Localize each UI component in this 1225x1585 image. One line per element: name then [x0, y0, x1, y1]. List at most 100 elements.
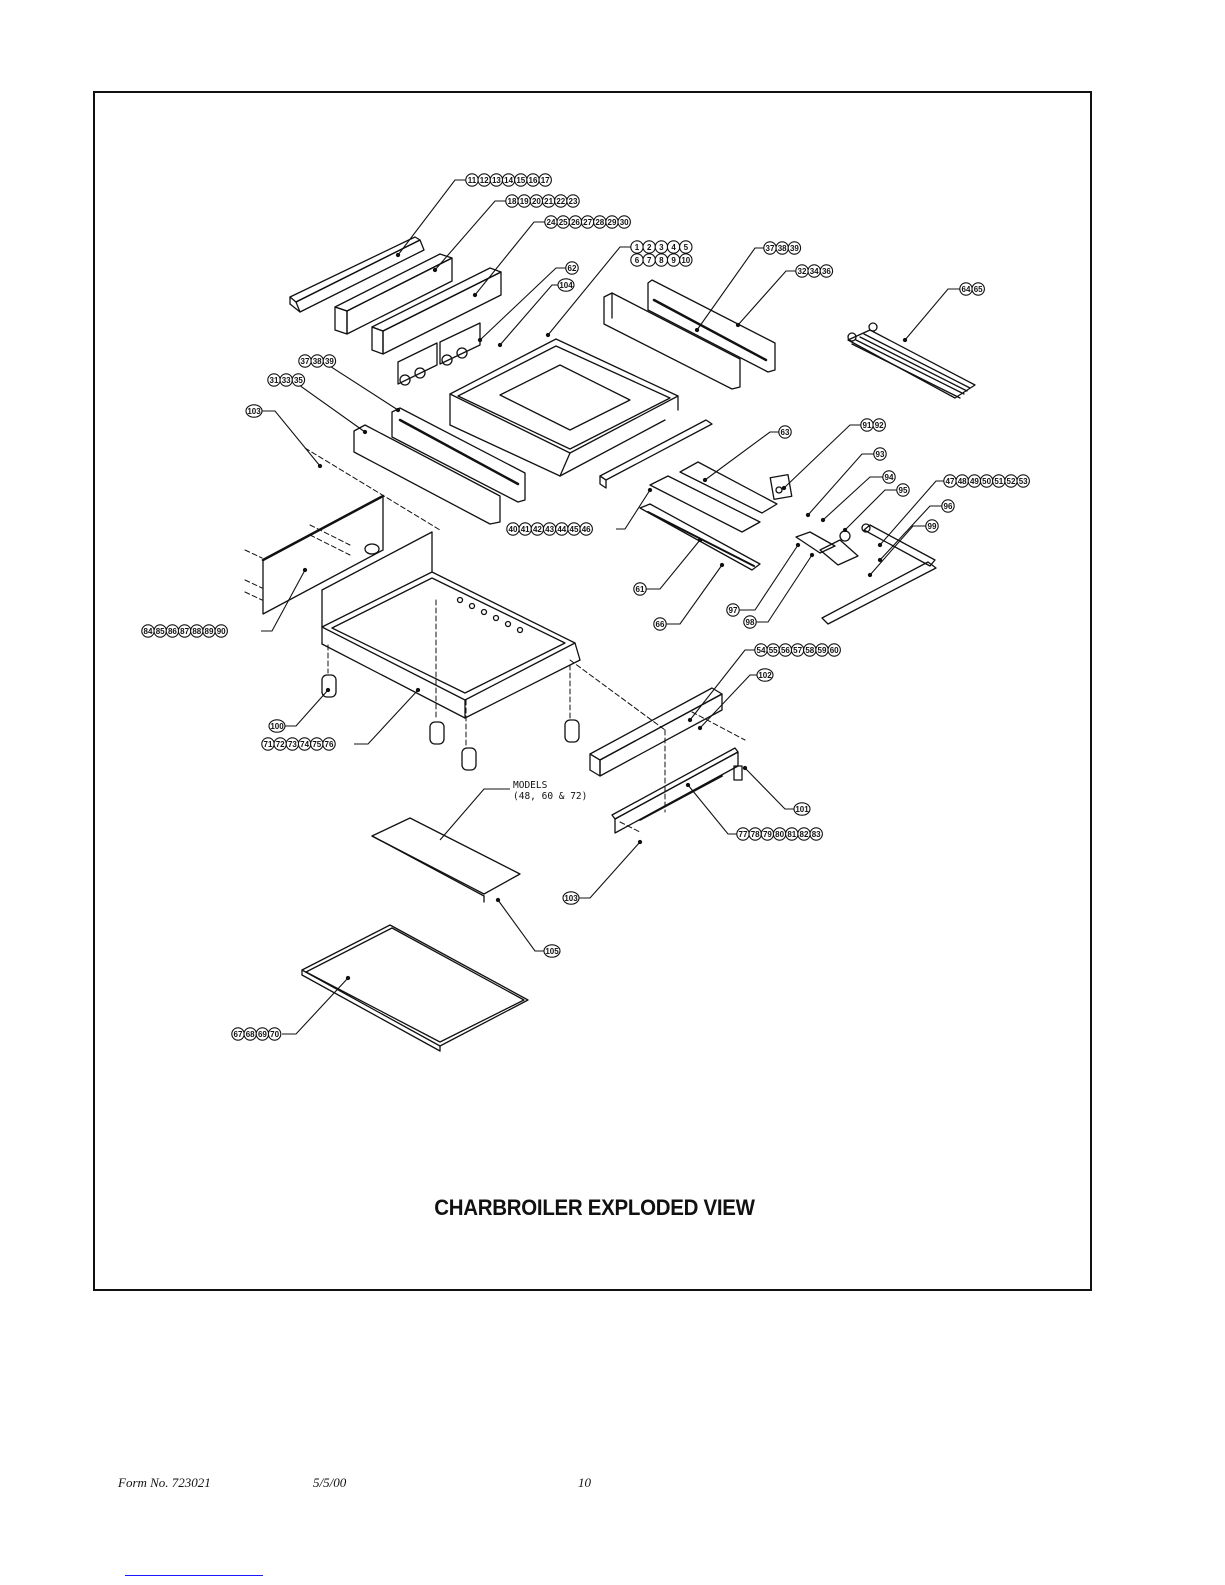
callout-number: 29 [608, 218, 617, 227]
callout-bubble [245, 404, 263, 418]
callout-number: 93 [876, 450, 885, 459]
callout-number: 64 [962, 285, 971, 294]
callout-number: 20 [532, 197, 541, 206]
part-gas-manifold-pipe [821, 523, 937, 625]
footer-date: 5/5/00 [313, 1475, 347, 1490]
callout-number: 31 [270, 376, 279, 385]
callout-number: 86 [168, 627, 177, 636]
leader-arrowhead [877, 557, 883, 563]
callout-number: 53 [1019, 477, 1028, 486]
callout-number: 49 [970, 477, 979, 486]
leader-line [354, 689, 419, 745]
callout-bubble [873, 447, 887, 461]
callout-number: 14 [504, 176, 513, 185]
callout-number: 96 [944, 502, 953, 511]
leader-arrowhead [495, 897, 501, 903]
leader-line [616, 489, 651, 530]
callout-bubble [322, 737, 336, 751]
callout-bubble [543, 944, 561, 958]
callout-number: 17 [541, 176, 550, 185]
callout-number: 46 [582, 525, 591, 534]
leader-arrowhead [637, 839, 643, 845]
callout-number: 28 [595, 218, 604, 227]
leader-line [280, 379, 366, 433]
leader-arrowhead [805, 512, 811, 518]
callout-number: 52 [1007, 477, 1016, 486]
callout-number: 9 [671, 256, 676, 265]
models-note-line1: MODELS [513, 780, 548, 791]
leader-line [744, 767, 796, 810]
footer-page-number: 10 [578, 1475, 591, 1490]
diagram-title: CHARBROILER EXPLODED VIEW [434, 1195, 755, 1220]
callout-number: 102 [758, 671, 772, 680]
leader-arrowhead [497, 342, 503, 348]
callout-bubble [787, 241, 802, 255]
callout-bubble [872, 418, 886, 432]
callout-number: 59 [818, 646, 827, 655]
callout-number: 19 [520, 197, 529, 206]
callout-number: 87 [180, 627, 189, 636]
models-note-line2: (48, 60 & 72) [513, 791, 587, 802]
callout-bubble [566, 194, 580, 208]
callout-number: 39 [325, 357, 334, 366]
leader-line [577, 841, 641, 899]
hyperlink-underline[interactable] [125, 1575, 263, 1576]
part-control-panel [611, 747, 743, 834]
callout-number: 69 [258, 1030, 267, 1039]
callout-number: 98 [746, 618, 755, 627]
callout-number: 35 [294, 376, 303, 385]
callout-number: 37 [301, 357, 310, 366]
callout-number: 88 [192, 627, 201, 636]
callout-number: 57 [793, 646, 802, 655]
callout-bubble [925, 519, 939, 533]
leader-line [646, 539, 701, 590]
callout-number: 76 [325, 740, 334, 749]
callout-grp-98: 98 [743, 615, 757, 629]
callout-number: 75 [312, 740, 321, 749]
callout-number: 11 [468, 176, 477, 185]
callout-number: 77 [739, 830, 748, 839]
callout-number: 84 [144, 627, 153, 636]
callout-grp-95: 95 [896, 483, 910, 497]
leader-arrowhead [694, 327, 700, 333]
callout-bubble [538, 173, 552, 187]
callout-grp-61: 61 [633, 582, 647, 596]
callout-bubble [291, 373, 306, 387]
callout-number: 47 [946, 477, 955, 486]
leader-arrowhead [719, 562, 725, 568]
leader-line [696, 247, 764, 331]
diagram-frame [93, 91, 1092, 1291]
callout-bubble [743, 615, 757, 629]
callout-number: 43 [545, 525, 554, 534]
callout-bubble [819, 264, 834, 278]
callout-grp-94: 94 [882, 470, 896, 484]
callout-number: 26 [571, 218, 580, 227]
callout-number: 61 [636, 585, 645, 594]
leader-line [904, 288, 960, 341]
callout-bubble [679, 240, 693, 254]
callout-number: 50 [982, 477, 991, 486]
part-drip-tray [301, 924, 529, 1052]
leader-line [547, 246, 631, 336]
callout-number: 63 [781, 428, 790, 437]
callout-number: 3 [659, 243, 664, 252]
part-back-panel [261, 494, 385, 615]
callout-number: 94 [885, 473, 894, 482]
callout-number: 100 [270, 722, 284, 731]
callout-bubble [827, 643, 841, 657]
leader-arrowhead [432, 267, 438, 273]
part-front-rail [599, 419, 713, 489]
callout-number: 72 [276, 740, 285, 749]
part-left-side-panels [353, 407, 526, 525]
callout-bubble [268, 719, 286, 733]
callout-number: 21 [544, 197, 553, 206]
callout-bubble [322, 354, 337, 368]
leader-line [689, 649, 755, 721]
leader-arrowhead [317, 463, 323, 469]
leader-line [737, 270, 796, 326]
